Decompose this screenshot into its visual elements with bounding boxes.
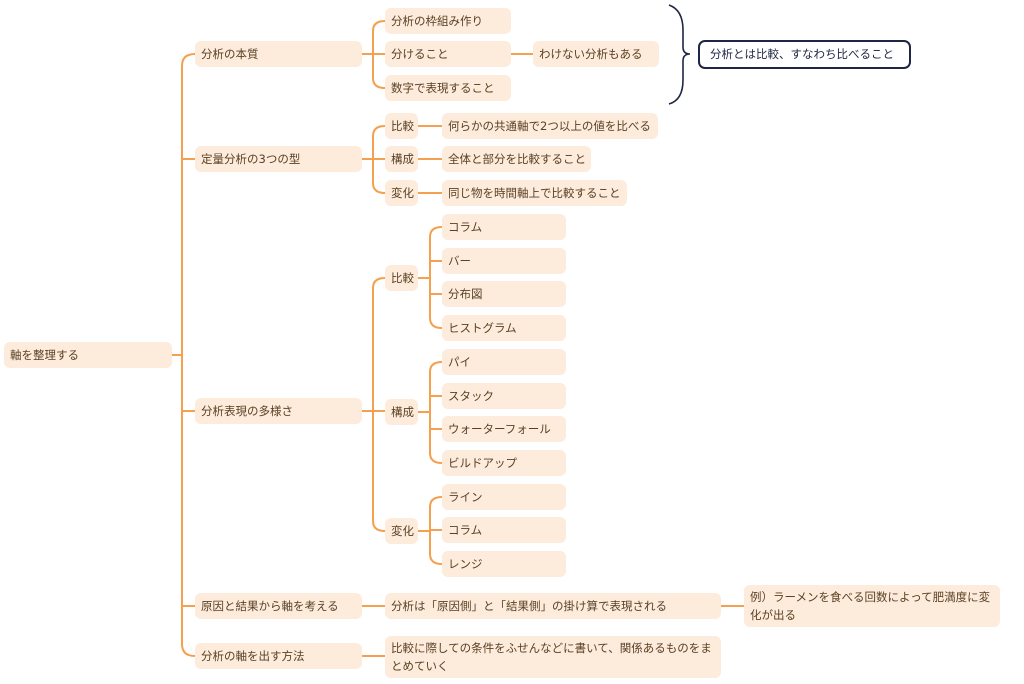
node-chart-type[interactable]: コラム	[442, 214, 566, 240]
node-chart-type[interactable]: ヒストグラム	[442, 315, 566, 341]
node-method[interactable]: 分析の軸を出す方法	[195, 643, 362, 669]
node-expr-group[interactable]: 比較	[385, 265, 418, 291]
node-chart-type[interactable]: スタック	[442, 383, 566, 409]
node-chart-type[interactable]: バー	[442, 248, 566, 274]
node-type-desc[interactable]: 全体と部分を比較すること	[442, 146, 591, 172]
node-type-desc[interactable]: 同じ物を時間軸上で比較すること	[442, 180, 627, 206]
node-essence-child[interactable]: 分けること	[385, 41, 511, 67]
node-chart-type[interactable]: ウォーターフォール	[442, 416, 566, 442]
node-expr-group[interactable]: 変化	[385, 518, 418, 544]
node-chart-type[interactable]: コラム	[442, 517, 566, 543]
node-chart-type[interactable]: ビルドアップ	[442, 450, 566, 476]
node-type[interactable]: 比較	[385, 113, 418, 139]
node-essence-sub[interactable]: わけない分析もある	[533, 41, 659, 67]
node-types[interactable]: 定量分析の3つの型	[195, 146, 362, 172]
node-essence[interactable]: 分析の本質	[195, 41, 362, 67]
node-cause-child[interactable]: 分析は「原因側」と「結果側」の掛け算で表現される	[385, 593, 721, 619]
node-cause[interactable]: 原因と結果から軸を考える	[195, 593, 362, 619]
node-type[interactable]: 変化	[385, 180, 418, 206]
node-expr-group[interactable]: 構成	[385, 399, 418, 425]
node-chart-type[interactable]: パイ	[442, 349, 566, 375]
node-chart-type[interactable]: レンジ	[442, 551, 566, 577]
node-chart-type[interactable]: ライン	[442, 484, 566, 510]
node-cause-example[interactable]: 例）ラーメンを食べる回数によって肥満度に変化が出る	[744, 585, 1000, 627]
node-expressions[interactable]: 分析表現の多様さ	[195, 398, 362, 424]
node-type[interactable]: 構成	[385, 146, 418, 172]
node-type-desc[interactable]: 何らかの共通軸で2つ以上の値を比べる	[442, 113, 658, 139]
node-essence-child[interactable]: 分析の枠組み作り	[385, 8, 511, 34]
summary-node[interactable]: 分析とは比較、すなわち比べること	[698, 40, 911, 69]
node-method-child[interactable]: 比較に際しての条件をふせんなどに書いて、関係あるものをまとめていく	[385, 636, 721, 678]
root-node[interactable]: 軸を整理する	[4, 342, 172, 368]
node-essence-child[interactable]: 数字で表現すること	[385, 75, 511, 101]
node-chart-type[interactable]: 分布図	[442, 281, 566, 307]
